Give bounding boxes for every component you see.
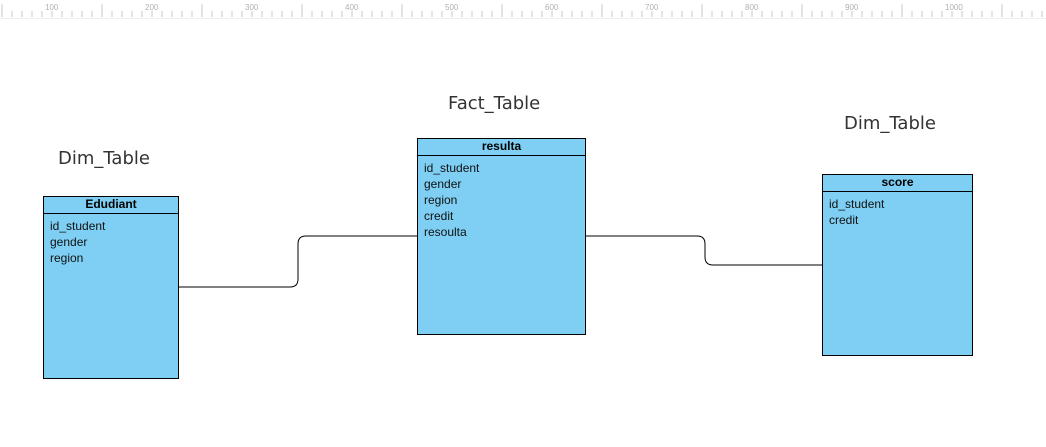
ruler-label: 100 xyxy=(45,3,59,12)
entity-score-title[interactable]: score xyxy=(823,175,972,192)
caption-dim-table-right: Dim_Table xyxy=(844,113,936,134)
ruler-label: 800 xyxy=(745,3,759,12)
field-credit[interactable]: credit xyxy=(829,213,859,227)
ruler-label: 700 xyxy=(645,3,659,12)
ruler-label: 600 xyxy=(545,3,559,12)
connector-resulta-score[interactable] xyxy=(585,235,822,266)
field-id-student[interactable]: id_student xyxy=(50,219,106,233)
caption-fact-table: Fact_Table xyxy=(448,93,541,114)
entity-score[interactable]: score id_student credit xyxy=(822,174,973,356)
entity-resulta-title[interactable]: resulta xyxy=(418,139,585,156)
ruler-label: 500 xyxy=(445,3,459,12)
ruler-label: 200 xyxy=(145,3,159,12)
entity-edudiant[interactable]: Edudiant id_student gender region xyxy=(43,196,179,379)
field-region[interactable]: region xyxy=(50,251,84,265)
field-id-student[interactable]: id_student xyxy=(424,161,480,175)
ruler-label: 1000 xyxy=(945,3,963,12)
field-resoulta[interactable]: resoulta xyxy=(424,225,467,239)
ruler-label: 400 xyxy=(345,3,359,12)
ruler-label: 900 xyxy=(845,3,859,12)
field-region[interactable]: region xyxy=(424,193,458,207)
connector-edudiant-resulta[interactable] xyxy=(179,235,417,288)
ruler-ticks: 100 200 300 400 500 600 700 800 900 1000 xyxy=(1,3,1043,17)
caption-dim-table-left: Dim_Table xyxy=(58,148,150,169)
entity-resulta[interactable]: resulta id_student gender region credit … xyxy=(417,138,586,335)
ruler: 100 200 300 400 500 600 700 800 900 1000 xyxy=(0,0,1046,19)
ruler-label: 300 xyxy=(245,3,259,12)
entity-edudiant-title[interactable]: Edudiant xyxy=(44,197,178,214)
field-gender[interactable]: gender xyxy=(50,235,88,249)
field-credit[interactable]: credit xyxy=(424,209,454,223)
field-gender[interactable]: gender xyxy=(424,177,462,191)
field-id-student[interactable]: id_student xyxy=(829,197,885,211)
